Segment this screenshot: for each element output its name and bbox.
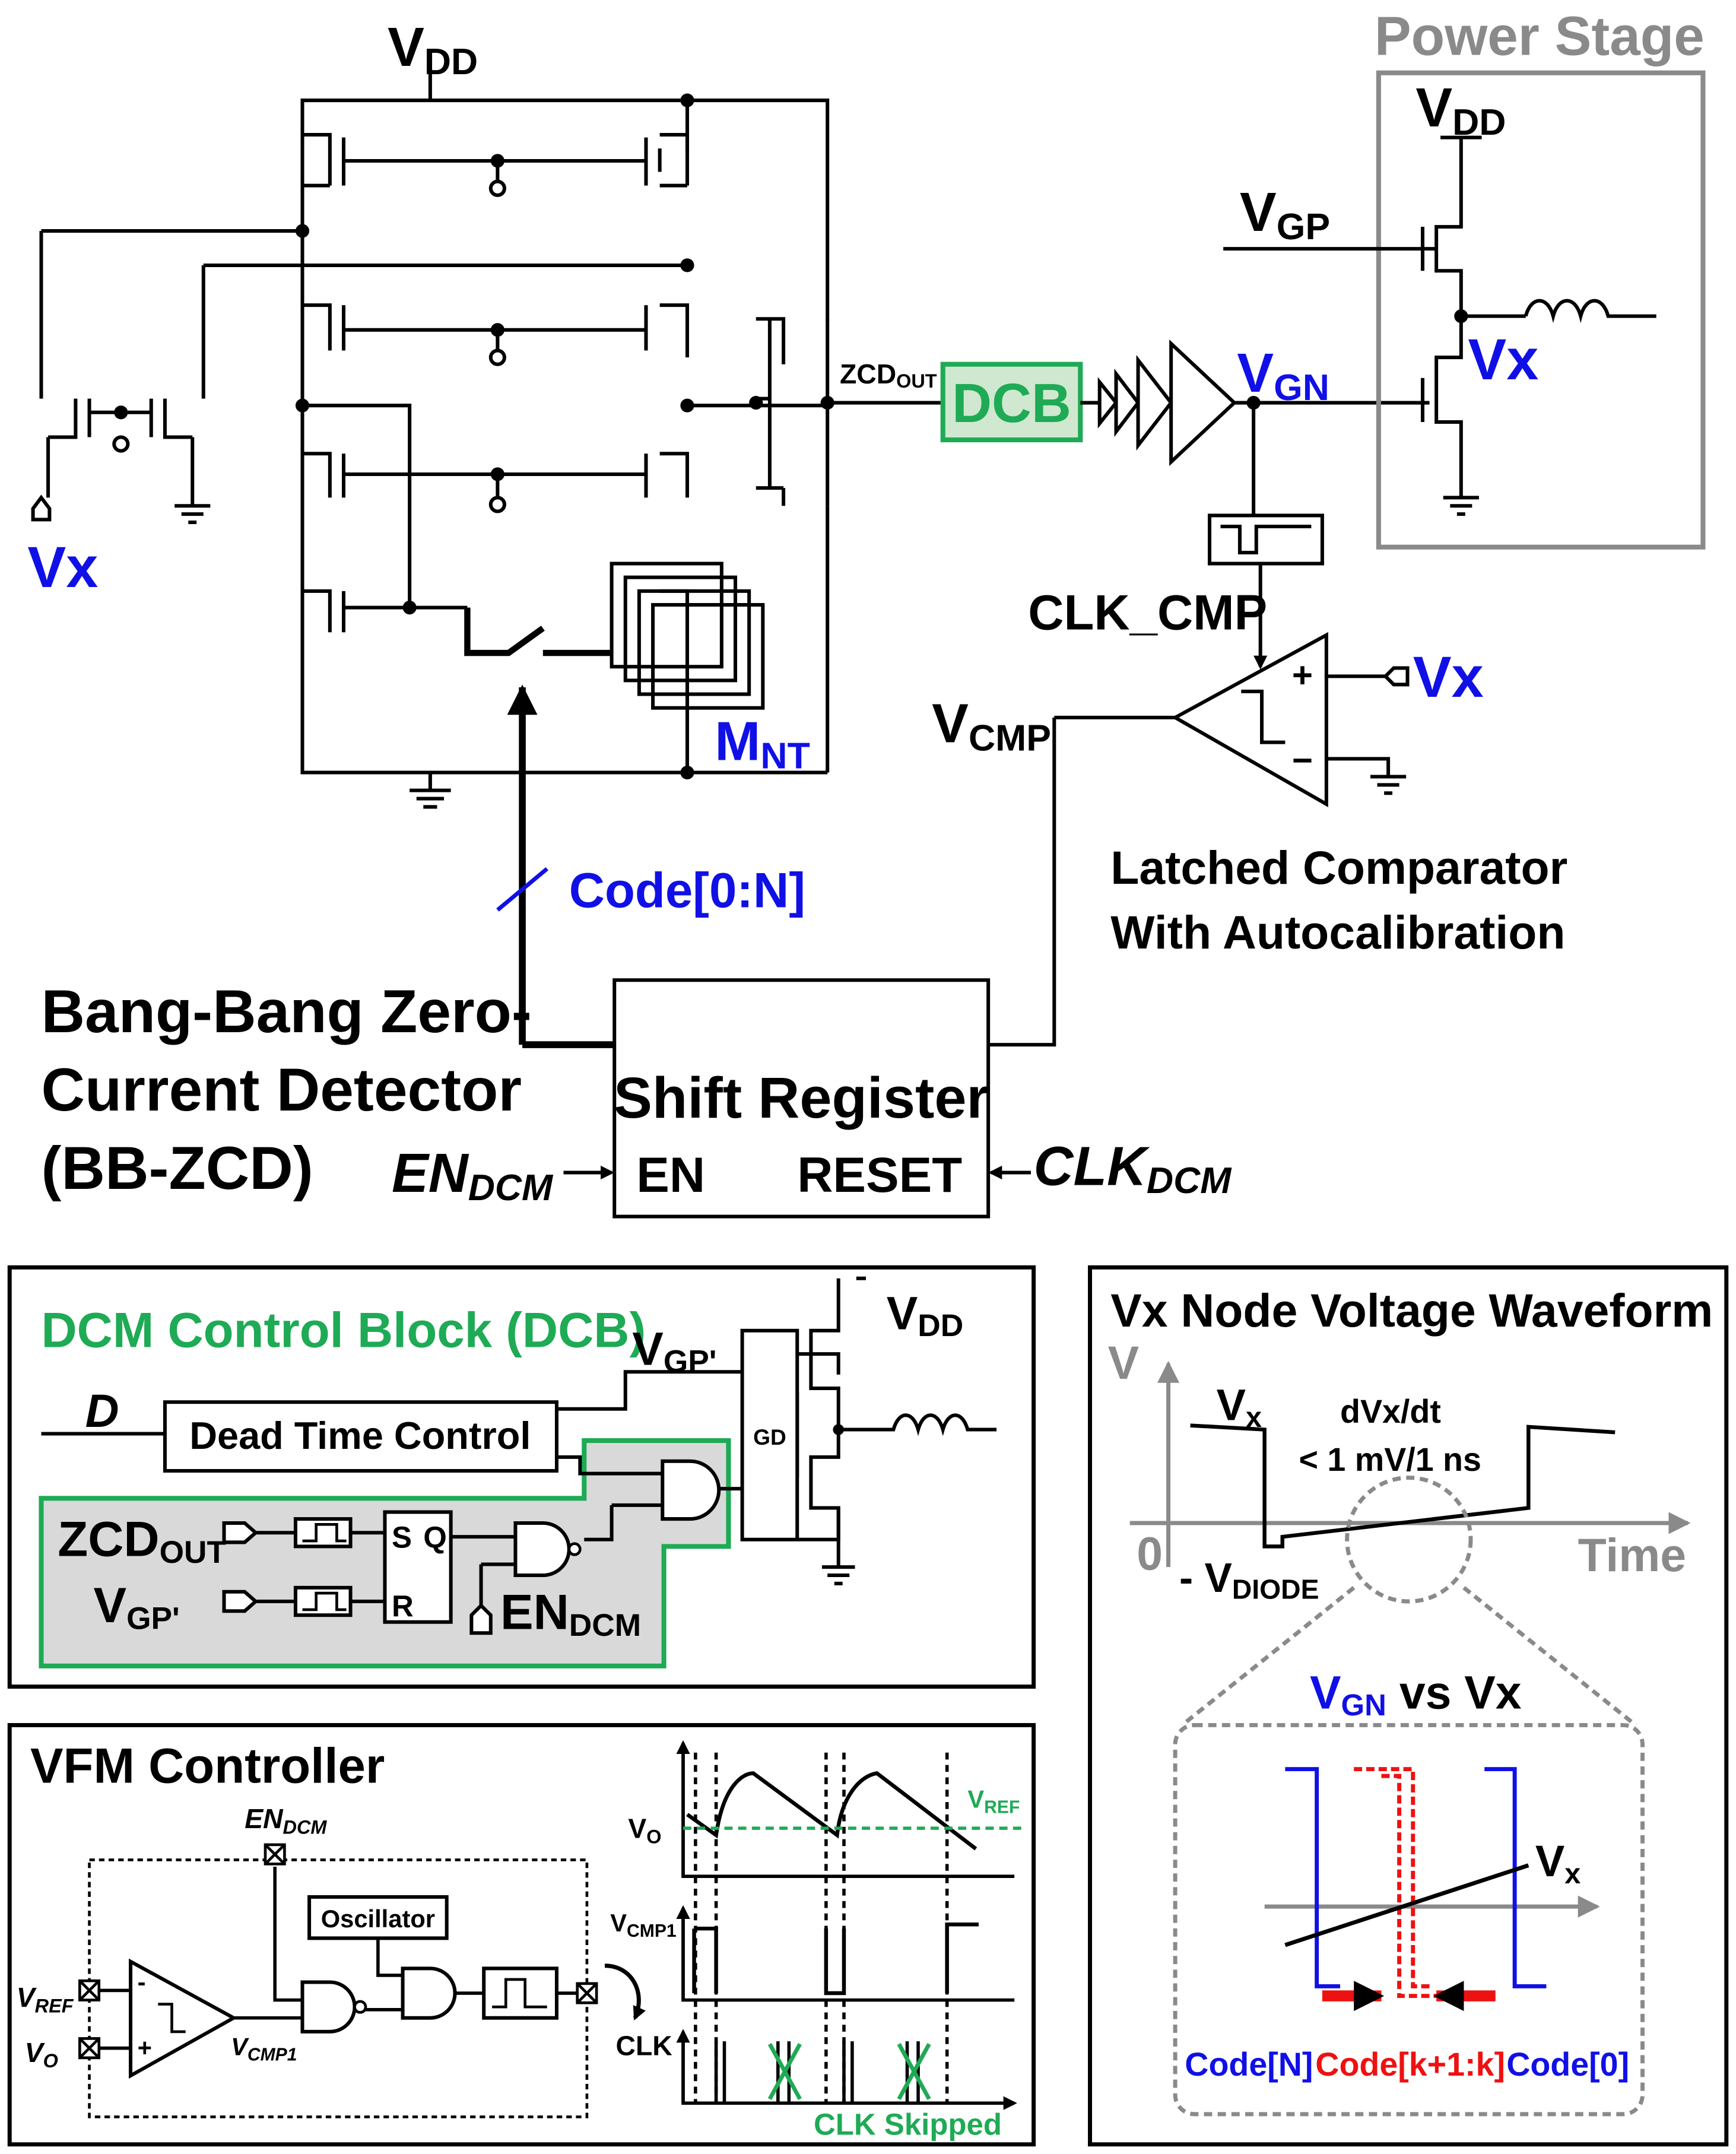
zcd-out-label: ZCDOUT — [840, 359, 937, 392]
vcmp-label: VCMP — [932, 693, 1051, 759]
comparator-caption-1: Latched Comparator — [1110, 842, 1567, 894]
dcb-block — [940, 361, 1083, 443]
vfm-clk-label: CLK — [616, 2030, 672, 2061]
code-k-label: Code[k+1:k] — [1315, 2046, 1505, 2083]
vfm-vref-label: VREF — [17, 1982, 74, 2016]
timing-plots — [676, 1740, 1014, 2104]
vfm-title: VFM Controller — [30, 1739, 385, 1794]
sr-s-label: S — [392, 1521, 412, 1555]
slope-label-1: dVx/dt — [1340, 1393, 1441, 1430]
vx-waveform — [1190, 1423, 1616, 1549]
zoom-title: VGN vs Vx — [1310, 1667, 1522, 1722]
vgn-label: VGN — [1237, 342, 1329, 408]
waveform-title: Vx Node Voltage Waveform — [1110, 1284, 1713, 1337]
dcb-vgp-in-label: VGP' — [93, 1578, 179, 1636]
ps-vx-label: Vx — [1468, 327, 1538, 392]
vfm-and-gate — [401, 1966, 457, 2020]
time-label: Time — [1578, 1529, 1686, 1581]
ground-icon — [1326, 757, 1407, 795]
dcb-zcd-out-label: ZCDOUT — [58, 1512, 226, 1571]
vfm-vcmp1-label: VCMP1 — [231, 2032, 297, 2064]
pulse-generator — [1207, 513, 1324, 566]
comparator-plus: + — [1292, 655, 1313, 695]
comparator-minus: − — [1292, 740, 1313, 781]
shift-register — [612, 978, 991, 1219]
ground-icon — [174, 504, 451, 809]
vfm-nand-gate — [300, 1980, 357, 2034]
code-0-label: Code[0] — [1506, 2046, 1629, 2083]
vx-comparator-label: Vx — [1413, 645, 1484, 709]
input-port-icon — [1383, 666, 1410, 687]
vfm-plus: + — [138, 2034, 152, 2062]
and-gate — [661, 1459, 721, 1521]
zoom-box — [1173, 1722, 1645, 2117]
shift-register-en: EN — [636, 1147, 705, 1203]
dead-time-label: Dead Time Control — [189, 1414, 531, 1457]
power-stage-box — [1376, 70, 1706, 550]
dcb-vdd-label: VDD — [887, 1287, 963, 1343]
buffer-chain — [1080, 340, 1430, 467]
code-n-label: Code[N] — [1185, 2046, 1313, 2083]
zcd-caption-1: Bang-Bang Zero- — [41, 978, 531, 1045]
oscillator-label: Oscillator — [321, 1905, 435, 1933]
vfm-comparator — [129, 1958, 237, 2079]
vdd-label: VDD — [388, 16, 478, 83]
sr-q-label: Q — [423, 1521, 447, 1555]
dcb-label: DCB — [952, 372, 1071, 434]
shift-register-reset: RESET — [797, 1147, 962, 1203]
dcb-panel: DCM Control Block (DCB) VDD VGP' D Dead … — [7, 1265, 1036, 1689]
v-axis-label: V — [1108, 1337, 1140, 1389]
bb-zcd-schematic: VDD — [27, 5, 1706, 1219]
vfm-vo-label: VO — [25, 2037, 58, 2071]
sr-latch — [383, 1510, 453, 1624]
zcd-caption-3: (BB-ZCD) — [41, 1134, 313, 1202]
latched-comparator — [1171, 632, 1328, 807]
zero-label: 0 — [1137, 1528, 1163, 1580]
zcd-caption-2: Current Detector — [41, 1056, 521, 1124]
waveform-panel: Vx Node Voltage Waveform V 0 Time Vx dVx… — [1088, 1265, 1729, 2147]
plot-vcmp1-label: VCMP1 — [610, 1909, 676, 1941]
vfm-panel: VFM Controller ENDCM Oscillator - + VREF… — [7, 1722, 1036, 2147]
vfm-minus: - — [138, 1968, 146, 1996]
gate-driver — [740, 1328, 799, 1541]
mnt-label: MNT — [715, 710, 810, 777]
gd-label: GD — [753, 1425, 786, 1449]
vfm-en-dcm-label: ENDCM — [245, 1803, 327, 1838]
dcb-d-label: D — [85, 1385, 119, 1437]
input-port-icon — [31, 494, 52, 522]
code-bus-label: Code[0:N] — [569, 862, 805, 918]
slope-label-2: < 1 mV/1 ns — [1299, 1441, 1481, 1478]
sr-r-label: R — [392, 1589, 414, 1623]
vfm-pulse-block — [482, 1966, 558, 2020]
power-stage-title: Power Stage — [1375, 5, 1705, 67]
dead-time-control — [163, 1400, 558, 1473]
en-dcm-label: ENDCM — [392, 1142, 554, 1208]
transistor-array — [39, 132, 942, 775]
clk-cmp-label: CLK_CMP — [1028, 585, 1267, 640]
ps-vdd-label: VDD — [1416, 77, 1506, 143]
power-stage-transistors — [1223, 135, 1656, 516]
shift-register-title: Shift Register — [614, 1065, 989, 1130]
dcb-panel-title: DCM Control Block (DCB) — [41, 1303, 646, 1358]
vdiode-label: - VDIODE — [1179, 1555, 1319, 1605]
clk-dcm-label: CLKDCM — [1034, 1135, 1233, 1201]
vx-left-label: Vx — [27, 535, 98, 599]
zoom-vx-label: Vx — [1535, 1836, 1581, 1890]
dcb-en-dcm-label: ENDCM — [500, 1584, 641, 1643]
clk-skipped-label: CLK Skipped — [814, 2108, 1002, 2142]
plot-vref-label: VREF — [967, 1785, 1020, 1817]
comparator-caption-2: With Autocalibration — [1110, 906, 1565, 959]
ps-vgp-label: VGP — [1240, 181, 1330, 248]
plot-vo-label: VO — [628, 1813, 661, 1847]
oscillator-block — [307, 1895, 449, 1940]
nand-gate — [513, 1521, 571, 1578]
